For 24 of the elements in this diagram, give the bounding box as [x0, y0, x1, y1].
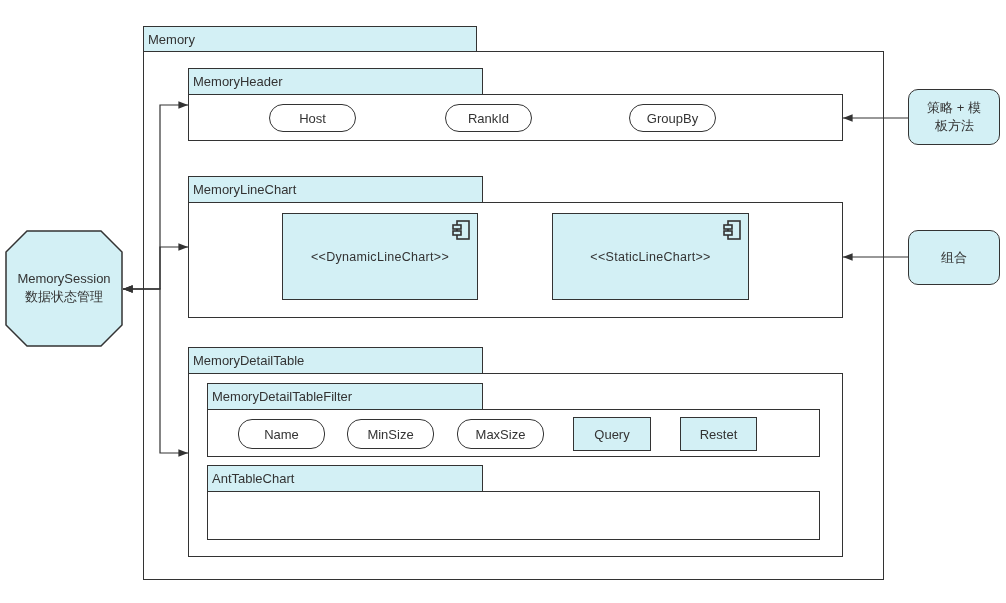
field-pill: Host [269, 104, 356, 132]
package-tab: MemoryHeader [188, 68, 483, 95]
component-label: <<DynamicLineChart>> [311, 249, 449, 264]
arrow [122, 285, 189, 457]
button-box: Restet [680, 417, 757, 451]
component-box [552, 213, 749, 300]
field-pill: Name [238, 419, 325, 449]
package-tab: MemoryDetailTableFilter [207, 383, 483, 410]
arrow [842, 253, 909, 261]
arrow [842, 114, 909, 122]
button-box: Query [573, 417, 651, 451]
field-pill: RankId [445, 104, 532, 132]
node-label: MemorySession 数据状态管理 [16, 270, 112, 306]
note-box: 策略 + 模板方法 [908, 89, 1000, 145]
package-tab: Memory [143, 26, 477, 52]
package-tab: MemoryLineChart [188, 176, 483, 203]
package-tab: AntTableChart [207, 465, 483, 492]
field-pill: GroupBy [629, 104, 716, 132]
field-pill: MaxSize [457, 419, 544, 449]
field-pill: MinSize [347, 419, 434, 449]
component-label: <<StaticLineChart>> [590, 249, 711, 264]
component-box [282, 213, 478, 300]
note-box: 组合 [908, 230, 1000, 285]
package-tab: MemoryDetailTable [188, 347, 483, 374]
